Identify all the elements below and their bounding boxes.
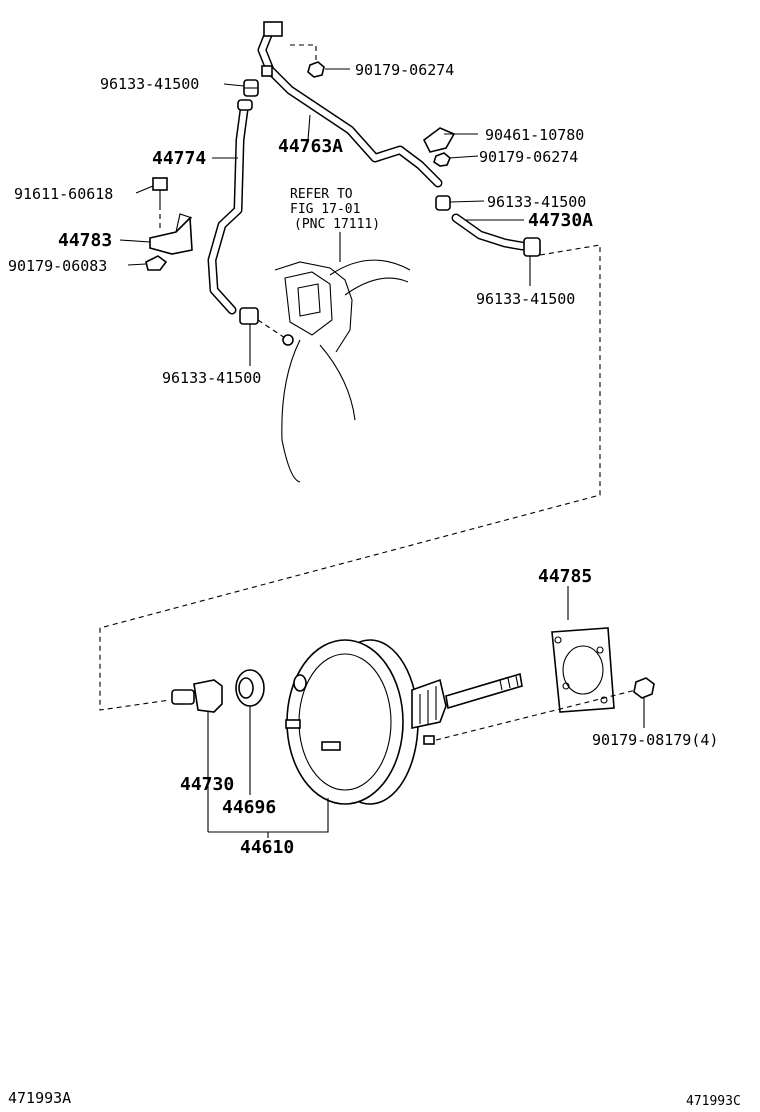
check-valve-44730[interactable] <box>171 679 223 713</box>
nut-90179-08179[interactable] <box>633 677 655 699</box>
label-44730A: 44730A <box>528 210 593 231</box>
engine-intake-reference <box>274 259 411 483</box>
label-96133-41500-a: 96133-41500 <box>100 75 199 93</box>
leader-stud-nut <box>435 689 637 741</box>
label-90461-10780: 90461-10780 <box>485 126 584 144</box>
label-90179-06274-top: 90179-06274 <box>355 61 454 79</box>
grommet-44696[interactable] <box>235 669 265 707</box>
clamp-96133-41500-a[interactable] <box>243 79 259 97</box>
label-96133-41500-b: 96133-41500 <box>487 193 586 211</box>
gasket-44785[interactable] <box>551 627 615 713</box>
clamp-96133-41500-c[interactable] <box>523 237 541 257</box>
clip-90461-10780[interactable] <box>422 127 456 153</box>
brake-booster-44610[interactable] <box>285 639 523 805</box>
hose-44774[interactable] <box>207 99 253 315</box>
label-44763A: 44763A <box>278 136 343 157</box>
refer-line-3: (PNC 17111) <box>294 217 380 232</box>
label-96133-41500-c: 96133-41500 <box>476 290 575 308</box>
hose-44730A[interactable] <box>451 213 527 251</box>
nut-90179-06274-top[interactable] <box>307 61 325 78</box>
label-91611-60618: 91611-60618 <box>14 185 113 203</box>
vacuum-pipe-44763A[interactable] <box>257 21 443 188</box>
bolt-91611-60618[interactable] <box>152 177 168 205</box>
bracket-44783[interactable] <box>149 213 193 255</box>
clamp-96133-41500-d[interactable] <box>239 307 259 325</box>
label-44774: 44774 <box>152 148 206 169</box>
label-44730: 44730 <box>180 774 234 795</box>
label-90179-08179: 90179-08179(4) <box>592 731 718 749</box>
label-44696: 44696 <box>222 797 276 818</box>
routing-dash-line <box>99 244 601 711</box>
label-96133-41500-d: 96133-41500 <box>162 369 261 387</box>
footer-code-left: 471993A <box>8 1089 71 1107</box>
label-90179-06083: 90179-06083 <box>8 257 107 275</box>
leader-intake-dash <box>257 319 289 341</box>
nut-90179-06083[interactable] <box>145 255 168 271</box>
label-44785: 44785 <box>538 566 592 587</box>
label-44783: 44783 <box>58 230 112 251</box>
refer-line-1: REFER TO <box>290 187 353 202</box>
refer-line-2: FIG 17-01 <box>290 202 360 217</box>
label-90179-06274-b: 90179-06274 <box>479 148 578 166</box>
footer-code-right: 471993C <box>686 1094 741 1109</box>
clamp-96133-41500-b[interactable] <box>435 195 451 211</box>
nut-90179-06274-b[interactable] <box>433 152 451 167</box>
leader-lines <box>119 68 645 838</box>
label-44610: 44610 <box>240 837 294 858</box>
